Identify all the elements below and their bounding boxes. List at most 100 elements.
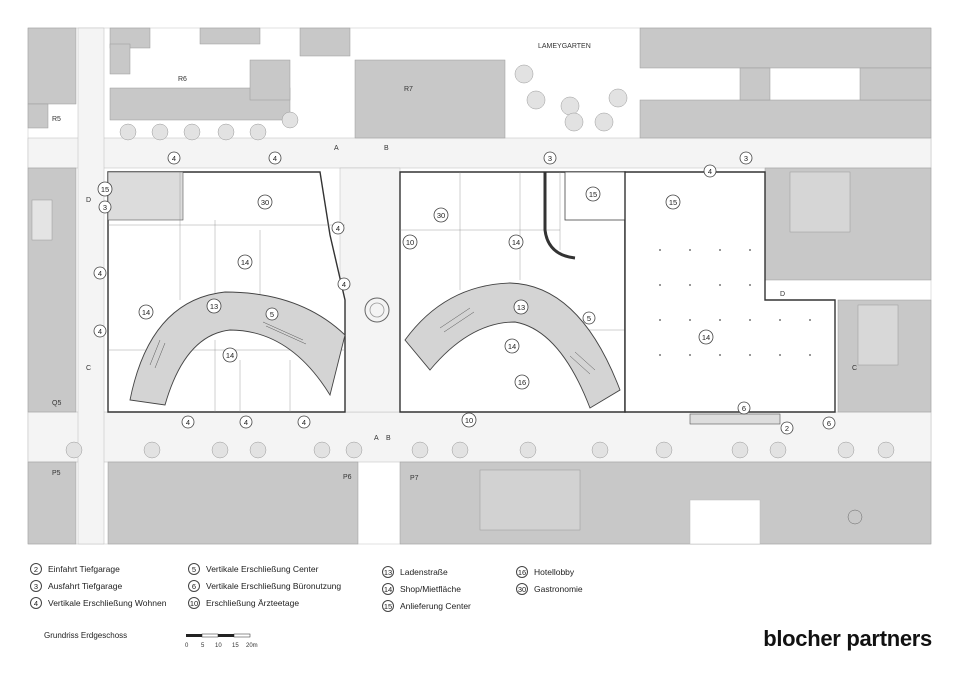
callout-4: 4 bbox=[93, 266, 107, 280]
label-q5: Q5 bbox=[52, 400, 61, 407]
callout-10: 10 bbox=[402, 234, 418, 250]
callout-10: 10 bbox=[461, 412, 477, 428]
callout-3: 3 bbox=[739, 151, 753, 165]
trees bbox=[65, 64, 895, 459]
callout-4: 4 bbox=[181, 415, 195, 429]
svg-text:4: 4 bbox=[273, 154, 277, 163]
svg-text:10: 10 bbox=[406, 238, 414, 247]
callout-30: 30 bbox=[433, 207, 449, 223]
callout-14: 14 bbox=[237, 254, 253, 270]
scale-bar bbox=[186, 633, 251, 638]
callout-13: 13 bbox=[513, 299, 529, 315]
plan-caption: Grundriss Erdgeschoss bbox=[44, 631, 128, 640]
escalators bbox=[149, 307, 596, 375]
callout-3: 3 bbox=[98, 200, 112, 214]
svg-text:5: 5 bbox=[587, 314, 591, 323]
svg-text:15: 15 bbox=[589, 190, 597, 199]
callout-14: 14 bbox=[508, 234, 524, 250]
callout-4: 4 bbox=[703, 164, 717, 178]
context-buildings-west bbox=[27, 167, 77, 413]
svg-text:13: 13 bbox=[517, 303, 525, 312]
svg-text:14: 14 bbox=[702, 333, 710, 342]
svg-text:4: 4 bbox=[98, 327, 102, 336]
svg-text:6: 6 bbox=[827, 419, 831, 428]
svg-text:10: 10 bbox=[465, 416, 473, 425]
section-d-left: D bbox=[86, 197, 91, 204]
label-p7: P7 bbox=[410, 475, 419, 482]
svg-text:15: 15 bbox=[101, 185, 109, 194]
svg-text:4: 4 bbox=[98, 269, 102, 278]
svg-text:14: 14 bbox=[226, 351, 234, 360]
label-p6: P6 bbox=[343, 474, 352, 481]
arcade-west bbox=[129, 291, 346, 406]
callout-15: 15 bbox=[585, 186, 601, 202]
callout-3: 3 bbox=[543, 151, 557, 165]
svg-text:14: 14 bbox=[512, 238, 520, 247]
callout-15: 15 bbox=[97, 181, 113, 197]
callout-6: 6 bbox=[737, 401, 751, 415]
east-block bbox=[624, 171, 836, 425]
callout-14: 14 bbox=[138, 304, 154, 320]
callout-14: 14 bbox=[504, 338, 520, 354]
label-lameygarten: LAMEYGARTEN bbox=[538, 43, 591, 50]
svg-text:4: 4 bbox=[342, 280, 346, 289]
section-d-right: D bbox=[780, 291, 785, 298]
svg-text:4: 4 bbox=[336, 224, 340, 233]
section-b-top: B bbox=[384, 145, 389, 152]
callout-16: 16 bbox=[514, 374, 530, 390]
svg-text:4: 4 bbox=[244, 418, 248, 427]
callout-4: 4 bbox=[167, 151, 181, 165]
section-c-left: C bbox=[86, 365, 91, 372]
label-r5: R5 bbox=[52, 116, 61, 123]
callout-14: 14 bbox=[698, 329, 714, 345]
callout-4: 4 bbox=[239, 415, 253, 429]
svg-text:5: 5 bbox=[270, 310, 274, 319]
callout-4: 4 bbox=[297, 415, 311, 429]
callout-15: 15 bbox=[665, 194, 681, 210]
context-buildings-north bbox=[27, 27, 932, 139]
svg-text:4: 4 bbox=[302, 418, 306, 427]
svg-text:13: 13 bbox=[210, 302, 218, 311]
callout-2: 2 bbox=[780, 421, 794, 435]
scale-tick: 20m bbox=[246, 643, 258, 649]
callout-4: 4 bbox=[331, 221, 345, 235]
callout-4: 4 bbox=[337, 277, 351, 291]
plaza-fountain bbox=[364, 297, 390, 323]
svg-text:4: 4 bbox=[708, 167, 712, 176]
svg-text:4: 4 bbox=[186, 418, 190, 427]
scale-tick: 0 bbox=[185, 643, 189, 649]
section-c-right: C bbox=[852, 365, 857, 372]
svg-text:2: 2 bbox=[785, 424, 789, 433]
section-a-top: A bbox=[334, 145, 339, 152]
svg-text:30: 30 bbox=[437, 211, 445, 220]
section-a-bottom: A bbox=[374, 435, 379, 442]
callout-5: 5 bbox=[582, 311, 596, 325]
svg-text:3: 3 bbox=[548, 154, 552, 163]
section-b-bottom: B bbox=[386, 435, 391, 442]
callout-5: 5 bbox=[265, 307, 279, 321]
label-p5: P5 bbox=[52, 470, 61, 477]
callout-4: 4 bbox=[268, 151, 282, 165]
callout-6: 6 bbox=[822, 416, 836, 430]
svg-text:30: 30 bbox=[261, 198, 269, 207]
ground-floor-plan: LAMEYGARTEN R6 R7 R5 Q5 P5 P6 P7 D D C C… bbox=[27, 27, 932, 545]
brand-logo: blocher partners bbox=[763, 626, 932, 651]
svg-text:15: 15 bbox=[669, 198, 677, 207]
svg-text:3: 3 bbox=[103, 203, 107, 212]
label-r7: R7 bbox=[404, 86, 413, 93]
svg-text:4: 4 bbox=[172, 154, 176, 163]
callout-30: 30 bbox=[257, 194, 273, 210]
svg-text:14: 14 bbox=[142, 308, 150, 317]
svg-text:14: 14 bbox=[241, 258, 249, 267]
arcade-east bbox=[404, 282, 621, 409]
